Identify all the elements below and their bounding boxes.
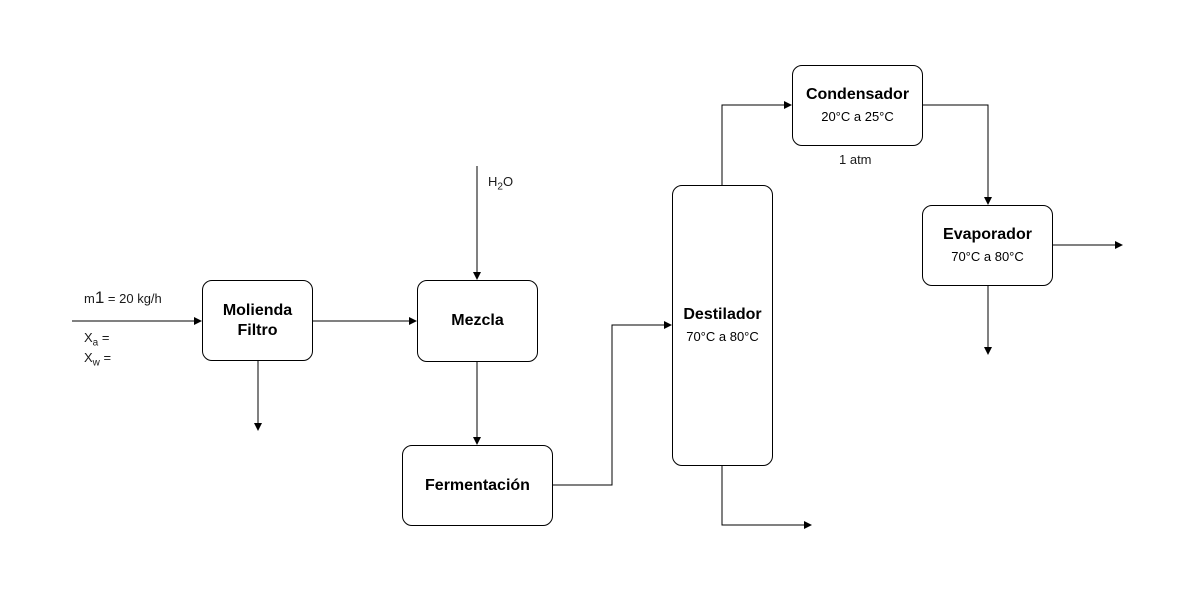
evaporador-label: Evaporador xyxy=(943,226,1032,243)
fermentacion-to-destilador-arrow xyxy=(553,321,672,486)
mezcla-label: Mezcla xyxy=(451,312,504,329)
molienda-label: Molienda xyxy=(222,301,293,319)
destilador-to-condensador-arrow xyxy=(721,101,792,185)
condensador-label: Condensador xyxy=(805,86,910,103)
destilador-bottoms-arrow xyxy=(721,466,812,529)
fermentacion-label: Fermentación xyxy=(425,476,530,494)
xw-label: Xw = xyxy=(84,350,112,369)
fermentacion-box[interactable]: Fermentación xyxy=(402,445,553,526)
destilador-temperature: 70°C a 80°C xyxy=(686,329,759,344)
condensador-box[interactable]: Condensador 20°C a 25°C xyxy=(792,65,923,146)
condensador-to-evaporador-arrow xyxy=(923,104,992,205)
water-label: H2O xyxy=(488,174,514,193)
destilador-label: Destilador xyxy=(683,306,762,323)
xa-label: Xa = xyxy=(84,330,110,349)
pressure-label: 1 atm xyxy=(839,152,872,167)
condensador-temperature: 20°C a 25°C xyxy=(821,109,894,124)
destilador-box[interactable]: Destilador 70°C a 80°C xyxy=(672,185,773,466)
molienda-filtro-box[interactable]: Molienda Filtro xyxy=(202,280,313,361)
feed-flow-label: m1 = 20 kg/h xyxy=(84,288,162,307)
evaporador-temperature: 70°C a 80°C xyxy=(951,249,1024,264)
filtro-label: Filtro xyxy=(237,321,278,339)
mezcla-box[interactable]: Mezcla xyxy=(417,280,538,362)
evaporador-box[interactable]: Evaporador 70°C a 80°C xyxy=(922,205,1053,286)
